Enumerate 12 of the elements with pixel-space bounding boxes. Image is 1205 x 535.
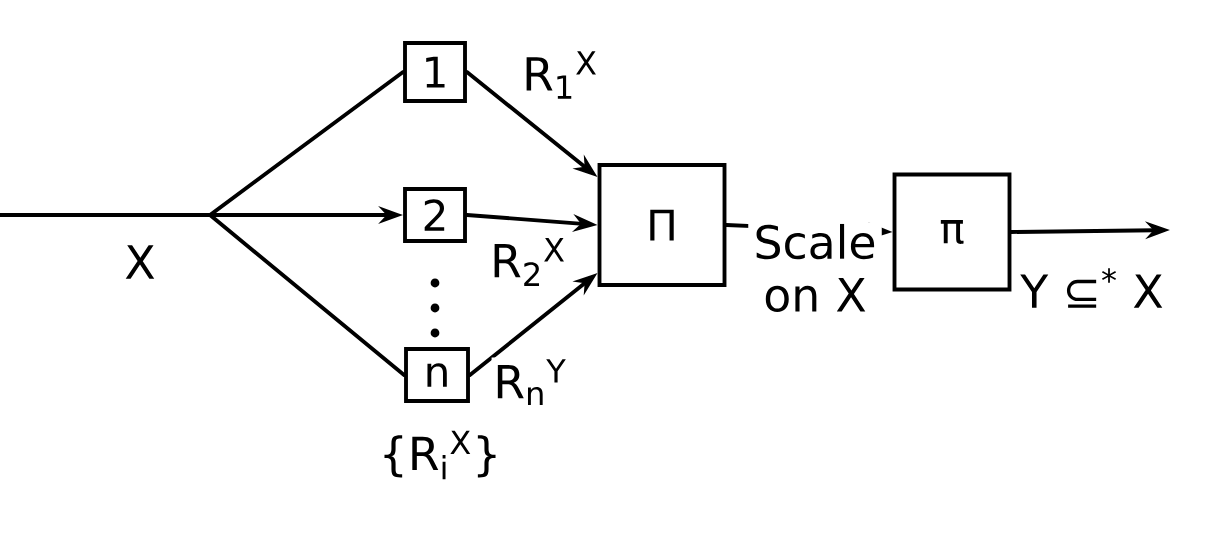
block-box: Π	[597, 163, 727, 287]
block-box: π	[892, 172, 1012, 292]
block-box: 1	[403, 41, 467, 103]
edge-label: R$_{2}$X	[488, 236, 568, 288]
edge-label: Scale on X	[748, 222, 882, 314]
set-label: {R$_{i}$$^{X}$}	[384, 430, 496, 480]
edge-label: R$_{n}$Y	[491, 357, 569, 407]
edge-label: R$_{1}$X	[520, 49, 600, 101]
block-box: n	[404, 347, 470, 403]
edge-label: Y ⊆$^{*}$ X	[1018, 266, 1166, 310]
edge-label: X	[122, 243, 158, 281]
block-box: 2	[403, 187, 467, 243]
